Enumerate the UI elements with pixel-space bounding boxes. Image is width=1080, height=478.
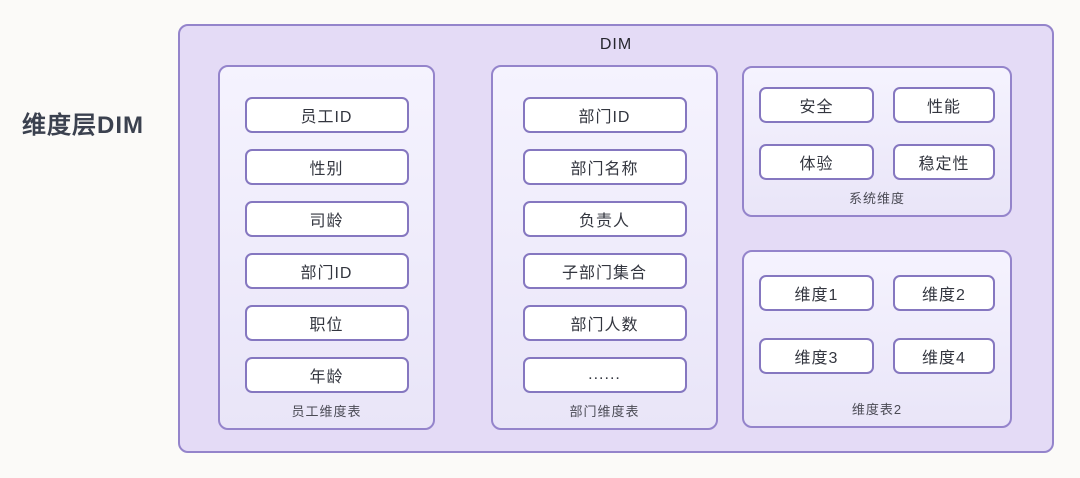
dim2-grid-row: 维度3 维度4 <box>759 338 995 374</box>
system-grid-row: 体验 稳定性 <box>759 144 995 180</box>
chip-experience: 体验 <box>759 144 874 180</box>
system-grid-row: 安全 性能 <box>759 87 995 123</box>
chip-dimension-3: 维度3 <box>759 338 874 374</box>
chip-security: 安全 <box>759 87 874 123</box>
panel-dimension-table-2: 维度1 维度2 维度3 维度4 维度表2 <box>742 250 1012 428</box>
diagram-side-label: 维度层DIM <box>22 112 144 139</box>
chip-dimension-2: 维度2 <box>893 275 995 311</box>
panel-system-dimension: 安全 性能 体验 稳定性 系统维度 <box>742 66 1012 217</box>
dim-layer-container: DIM 员工ID 性别 司龄 部门ID 职位 年龄 员工维度表 部门ID 部门名… <box>178 24 1054 453</box>
field-employee-id: 员工ID <box>244 97 409 133</box>
chip-dimension-4: 维度4 <box>893 338 995 374</box>
dim-container-title: DIM <box>599 36 633 53</box>
field-dept-owner: 负责人 <box>522 201 687 237</box>
dim2-grid-row: 维度1 维度2 <box>759 275 995 311</box>
field-dept-id: 部门ID <box>522 97 687 133</box>
field-age: 年龄 <box>244 357 409 393</box>
dim2-panel-caption: 维度表2 <box>851 402 903 417</box>
system-panel-caption: 系统维度 <box>848 191 905 206</box>
field-sub-departments: 子部门集合 <box>522 253 687 289</box>
panel-employee-dimension-table: 员工ID 性别 司龄 部门ID 职位 年龄 员工维度表 <box>218 65 435 430</box>
field-tenure: 司龄 <box>244 201 409 237</box>
field-dept-name: 部门名称 <box>522 149 687 185</box>
department-panel-caption: 部门维度表 <box>569 404 640 419</box>
employee-field-list: 员工ID 性别 司龄 部门ID 职位 年龄 <box>220 67 433 393</box>
field-department-id: 部门ID <box>244 253 409 289</box>
department-field-list: 部门ID 部门名称 负责人 子部门集合 部门人数 ...... <box>493 67 716 393</box>
dim2-grid: 维度1 维度2 维度3 维度4 <box>744 252 1010 374</box>
chip-performance: 性能 <box>893 87 995 123</box>
chip-stability: 稳定性 <box>893 144 995 180</box>
system-dimension-grid: 安全 性能 体验 稳定性 <box>744 68 1010 180</box>
panel-department-dimension-table: 部门ID 部门名称 负责人 子部门集合 部门人数 ...... 部门维度表 <box>491 65 718 430</box>
field-gender: 性别 <box>244 149 409 185</box>
field-position: 职位 <box>244 305 409 341</box>
field-dept-headcount: 部门人数 <box>522 305 687 341</box>
chip-dimension-1: 维度1 <box>759 275 874 311</box>
employee-panel-caption: 员工维度表 <box>291 404 362 419</box>
field-ellipsis: ...... <box>522 357 687 393</box>
